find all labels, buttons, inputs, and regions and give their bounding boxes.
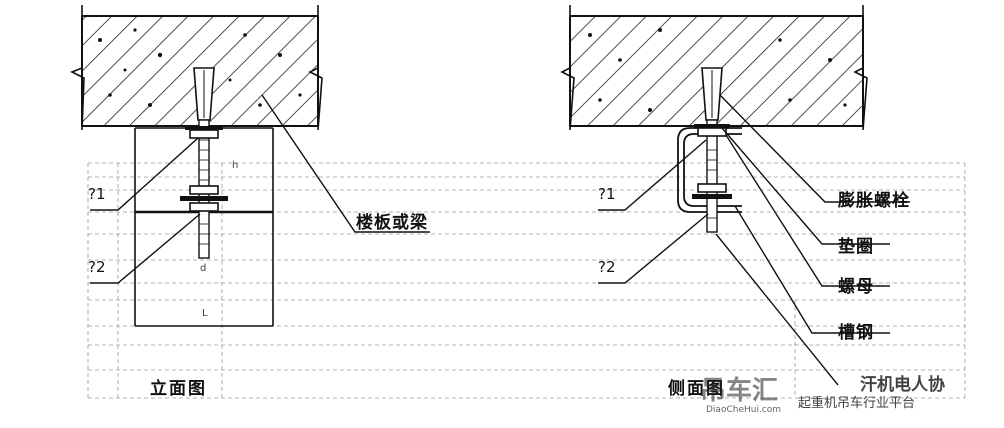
left-upper-nut	[189, 129, 219, 139]
left-rod-threads	[199, 139, 209, 245]
right-channel-steel	[677, 127, 742, 213]
right-marker-2: ?2	[598, 258, 616, 276]
callout-expansion-bolt: 膨胀螺栓	[838, 191, 910, 211]
right-threaded-rod	[706, 119, 718, 233]
right-view-title: 侧面图	[668, 379, 725, 399]
right-slab-aggregate	[588, 28, 847, 112]
left-lower-nut	[189, 185, 219, 195]
left-view	[70, 5, 430, 327]
left-slab-aggregate	[98, 28, 302, 107]
right-marker-1: ?1	[598, 185, 616, 203]
watermark-brand: 吊车汇	[700, 376, 779, 406]
watermark-account: 汗机电人协	[860, 375, 945, 395]
callout-channel-steel: 槽钢	[838, 323, 874, 343]
dim-d-label: d	[200, 263, 207, 274]
dim-L-label: L	[202, 308, 208, 319]
callout-nut: 螺母	[838, 277, 874, 297]
right-break-lines	[560, 5, 868, 131]
right-upper-nut	[697, 127, 727, 137]
watermark-url: DiaoCheHui.com	[706, 405, 782, 415]
dashed-grid	[87, 162, 966, 399]
left-break-lines	[70, 5, 323, 131]
left-marker-1: ?1	[88, 185, 106, 203]
left-slab-callout: 楼板或梁	[356, 213, 428, 233]
dim-h-label: h	[232, 160, 239, 171]
right-lower-nut	[697, 183, 727, 193]
left-marker-2: ?2	[88, 258, 106, 276]
right-leaders	[598, 94, 910, 386]
right-view	[560, 5, 910, 386]
callout-washer: 垫圈	[838, 237, 874, 257]
left-leaders	[90, 94, 430, 284]
left-view-title: 立面图	[150, 379, 207, 399]
watermark-subtitle: 起重机吊车行业平台	[798, 396, 916, 411]
